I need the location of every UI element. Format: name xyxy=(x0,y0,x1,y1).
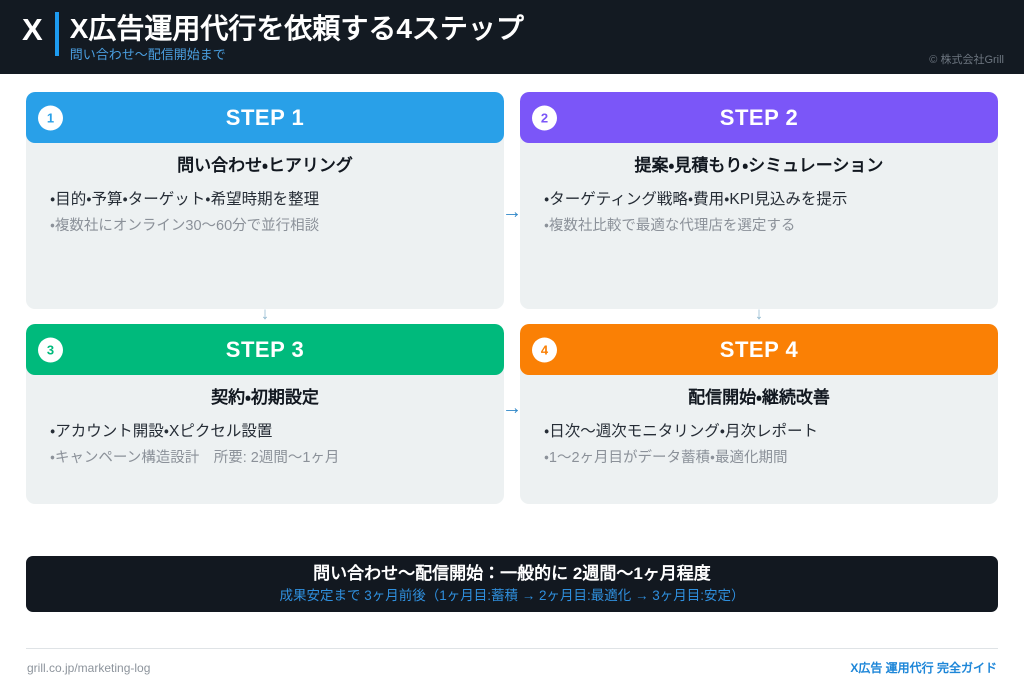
copyright-text: © 株式会社Grill xyxy=(929,54,1004,66)
step-3-badge: 3 xyxy=(38,337,63,362)
footer-guide-link[interactable]: X広告 運用代行 完全ガイド xyxy=(850,661,997,675)
header-title-group: X X広告運用代行を依頼する4ステップ 問い合わせ〜配信開始まで xyxy=(22,12,524,63)
title-block: X広告運用代行を依頼する4ステップ 問い合わせ〜配信開始まで xyxy=(70,12,524,63)
page-subtitle: 問い合わせ〜配信開始まで xyxy=(69,47,226,62)
page-title: X広告運用代行を依頼する4ステップ xyxy=(69,13,524,44)
steps-row-2: ↓ ↓ 3 STEP 3 契約・初期設定 ・アカウント開設・Xピクセル設置 ・キ… xyxy=(26,305,998,504)
step-1-header: 1 STEP 1 xyxy=(26,92,504,143)
step-1-body: 問い合わせ・ヒアリング ・目的・予算・ターゲット・希望時期を整理 ・複数社にオン… xyxy=(26,143,504,240)
step-card-4[interactable]: 4 STEP 4 配信開始・継続改善 ・日次〜週次モニタリング・月次レポート ・… xyxy=(520,324,998,504)
step-3-bullet-2: ・キャンペーン構造設計 所要: 2週間〜1ヶ月 xyxy=(50,450,340,466)
step-2-badge: 2 xyxy=(532,105,557,130)
header-divider xyxy=(54,12,59,56)
summary-banner: 問い合わせ〜配信開始：一般的に 2週間〜1ヶ月程度 成果安定まで 3ヶ月前後（1… xyxy=(26,556,998,612)
summary-sub-text: 成果安定まで 3ヶ月前後（1ヶ月目:蓄積 → 2ヶ月目:最適化 → 3ヶ月目:安… xyxy=(279,588,745,603)
footer-site-url: grill.co.jp/marketing-log xyxy=(27,661,151,675)
connector-step1-to-step2: → xyxy=(502,201,522,223)
step-2-body: 提案・見積もり・シミュレーション ・ターゲティング戦略・費用・KPI見込みを提示… xyxy=(520,143,998,240)
step-3-header: 3 STEP 3 xyxy=(26,324,504,375)
step-1-label: STEP 1 xyxy=(225,104,305,130)
step-1-bullet-1: ・目的・予算・ターゲット・希望時期を整理 xyxy=(50,191,320,208)
x-logo: X xyxy=(22,12,43,47)
summary-main-text: 問い合わせ〜配信開始：一般的に 2週間〜1ヶ月程度 xyxy=(313,564,711,583)
page-header: X X広告運用代行を依頼する4ステップ 問い合わせ〜配信開始まで © 株式会社G… xyxy=(0,0,1024,74)
step-4-body: 配信開始・継続改善 ・日次〜週次モニタリング・月次レポート ・1〜2ヶ月目がデー… xyxy=(520,375,998,472)
step-1-badge-number: 1 xyxy=(46,110,55,125)
step-2-badge-number: 2 xyxy=(540,110,549,125)
step-4-header: 4 STEP 4 xyxy=(520,324,998,375)
connector-step3-to-step4: → xyxy=(502,397,522,419)
step-3-heading: 契約・初期設定 xyxy=(211,388,319,407)
step-4-heading: 配信開始・継続改善 xyxy=(688,388,830,407)
step-2-label: STEP 2 xyxy=(719,104,799,130)
step-4-bullet-2: ・1〜2ヶ月目がデータ蓄積・最適化期間 xyxy=(544,450,788,466)
step-2-bullet-1: ・ターゲティング戦略・費用・KPI見込みを提示 xyxy=(544,191,848,208)
step-2-header: 2 STEP 2 xyxy=(520,92,998,143)
step-3-body: 契約・初期設定 ・アカウント開設・Xピクセル設置 ・キャンペーン構造設計 所要:… xyxy=(26,375,504,472)
step-4-badge-number: 4 xyxy=(540,342,549,357)
step-2-bullet-2: ・複数社比較で最適な代理店を選定する xyxy=(544,218,796,234)
step-3-label: STEP 3 xyxy=(225,336,305,362)
step-1-badge: 1 xyxy=(38,105,63,130)
footer-divider xyxy=(26,648,998,649)
step-card-1[interactable]: 1 STEP 1 問い合わせ・ヒアリング ・目的・予算・ターゲット・希望時期を整… xyxy=(26,92,504,309)
steps-grid: 1 STEP 1 問い合わせ・ヒアリング ・目的・予算・ターゲット・希望時期を整… xyxy=(26,92,998,504)
step-4-label: STEP 4 xyxy=(719,336,799,362)
arrow-right-icon: → xyxy=(502,201,522,223)
step-card-2[interactable]: 2 STEP 2 提案・見積もり・シミュレーション ・ターゲティング戦略・費用・… xyxy=(520,92,998,309)
steps-row-1: 1 STEP 1 問い合わせ・ヒアリング ・目的・予算・ターゲット・希望時期を整… xyxy=(26,92,998,309)
step-3-badge-number: 3 xyxy=(46,342,55,357)
step-card-3[interactable]: 3 STEP 3 契約・初期設定 ・アカウント開設・Xピクセル設置 ・キャンペー… xyxy=(26,324,504,504)
arrow-right-icon: → xyxy=(502,397,522,419)
step-4-bullet-1: ・日次〜週次モニタリング・月次レポート xyxy=(544,423,819,440)
step-1-bullet-2: ・複数社にオンライン30〜60分で並行相談 xyxy=(50,218,320,234)
step-2-heading: 提案・見積もり・シミュレーション xyxy=(634,156,884,175)
step-3-bullet-1: ・アカウント開設・Xピクセル設置 xyxy=(50,423,273,440)
step-1-heading: 問い合わせ・ヒアリング xyxy=(177,156,353,175)
step-4-badge: 4 xyxy=(532,337,557,362)
